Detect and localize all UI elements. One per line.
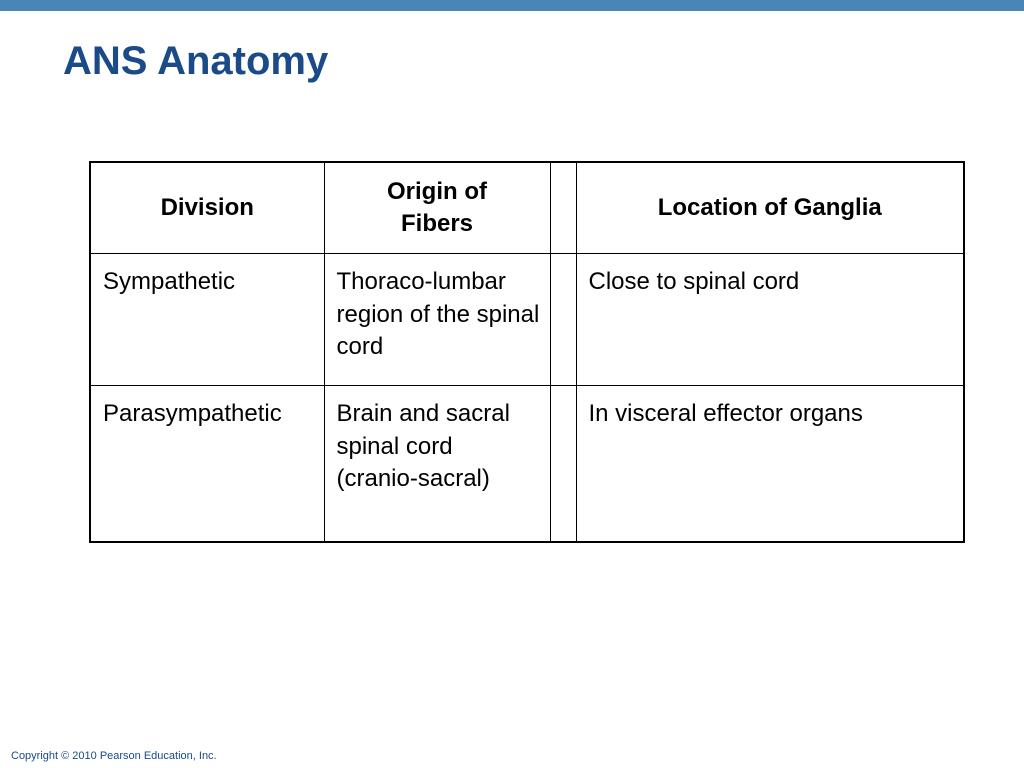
cell-location: In visceral effector organs xyxy=(575,385,965,543)
slide-title: ANS Anatomy xyxy=(63,39,329,83)
header-origin-of-fibers: Origin of Fibers xyxy=(323,161,551,254)
header-division: Division xyxy=(89,161,325,254)
top-accent-bar xyxy=(0,0,1024,11)
cell-division: Parasympathetic xyxy=(89,385,325,543)
table-row: Sympathetic Thoraco-lumbar region of the… xyxy=(89,253,965,386)
ans-anatomy-table: Division Origin of Fibers Location of Ga… xyxy=(89,161,965,543)
header-blank xyxy=(549,161,577,254)
cell-blank xyxy=(549,385,577,543)
cell-blank xyxy=(549,253,577,386)
table-row: Parasympathetic Brain and sacral spinal … xyxy=(89,385,965,543)
copyright-footer: Copyright © 2010 Pearson Education, Inc. xyxy=(11,750,217,762)
cell-division: Sympathetic xyxy=(89,253,325,386)
cell-origin: Brain and sacral spinal cord (cranio-sac… xyxy=(323,385,551,543)
cell-location: Close to spinal cord xyxy=(575,253,965,386)
table-header-row: Division Origin of Fibers Location of Ga… xyxy=(89,161,965,254)
cell-origin: Thoraco-lumbar region of the spinal cord xyxy=(323,253,551,386)
header-origin-label: Origin of Fibers xyxy=(387,177,487,238)
header-location-of-ganglia: Location of Ganglia xyxy=(575,161,965,254)
